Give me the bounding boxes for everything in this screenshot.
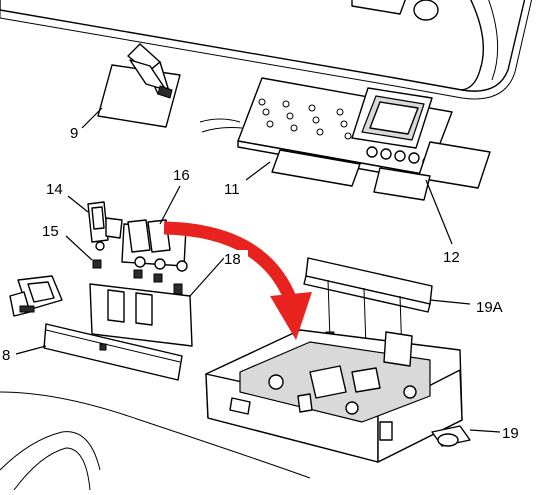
part-15-screw [92,259,102,269]
callout-18: 18 [224,251,241,268]
part-14-valve [87,201,123,251]
callout-15: 15 [42,223,59,240]
callout-16: 16 [173,167,190,184]
part-9-bracket [97,43,181,128]
leader-12 [425,179,453,245]
callout-14: 14 [46,181,63,198]
callout-11: 11 [224,181,240,198]
callout-8: 8 [2,347,10,364]
red-direction-arrow [163,221,312,340]
part-8-inlet-valve [9,275,183,381]
callout-12: 12 [443,249,460,266]
callout-19: 19 [502,425,519,442]
callout-9: 9 [70,125,78,142]
leader-19 [469,429,501,433]
part-11-control-board [199,77,491,201]
leader-9 [81,107,103,129]
leader-11 [245,161,271,181]
callout-18-mask [224,250,248,266]
callout-19a: 19A [476,299,503,316]
leader-14 [67,195,89,213]
leader-16 [159,185,181,225]
leader-19a [429,299,471,305]
part-19-main-module [205,329,471,463]
leader-15 [65,235,93,261]
tub-outline [0,391,311,491]
leader-8 [15,345,47,355]
part-18-base-bracket [89,257,225,347]
control-panel-housing [0,0,533,100]
